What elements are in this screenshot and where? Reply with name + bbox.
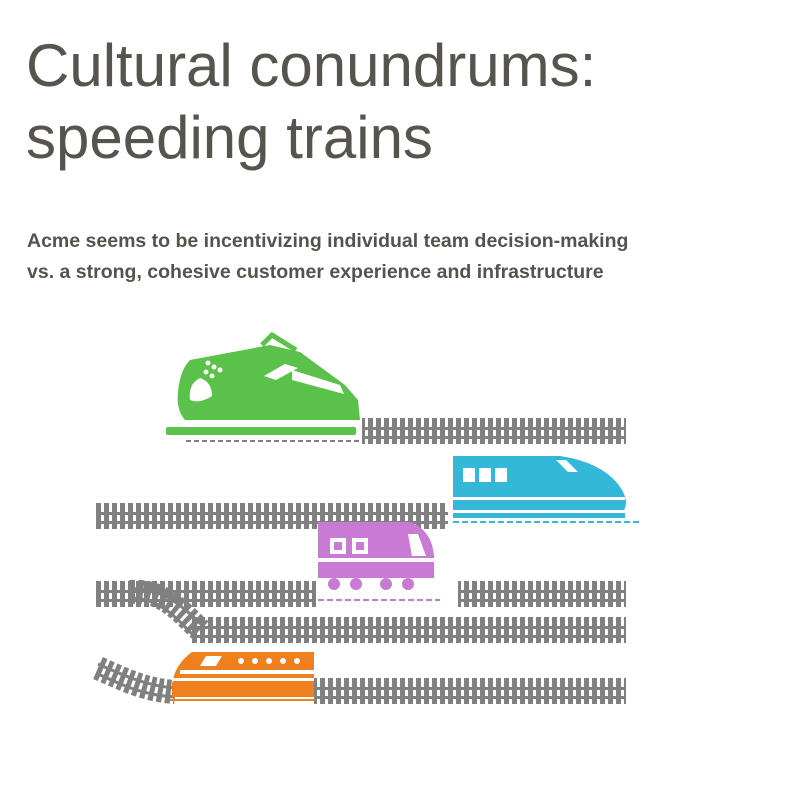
purple-commuter-train-icon	[316, 522, 456, 607]
title-line-1: Cultural conundrums:	[26, 32, 597, 99]
title-line-2: speeding trains	[26, 104, 433, 171]
slide-subtitle: Acme seems to be incentivizing individua…	[27, 226, 797, 288]
curved-track-upper	[127, 579, 209, 639]
blue-bullet-train-icon	[448, 456, 648, 529]
green-locomotive-icon	[164, 331, 362, 444]
subtitle-line-1: Acme seems to be incentivizing individua…	[27, 230, 629, 252]
orange-bullet-train-icon	[170, 652, 314, 701]
track-5	[314, 678, 626, 704]
track-4	[192, 617, 626, 643]
slide-title: Cultural conundrums: speeding trains	[26, 30, 786, 174]
track-1	[362, 418, 626, 444]
curved-track-lower	[93, 657, 177, 704]
subtitle-line-2: vs. a strong, cohesive customer experien…	[27, 261, 604, 283]
